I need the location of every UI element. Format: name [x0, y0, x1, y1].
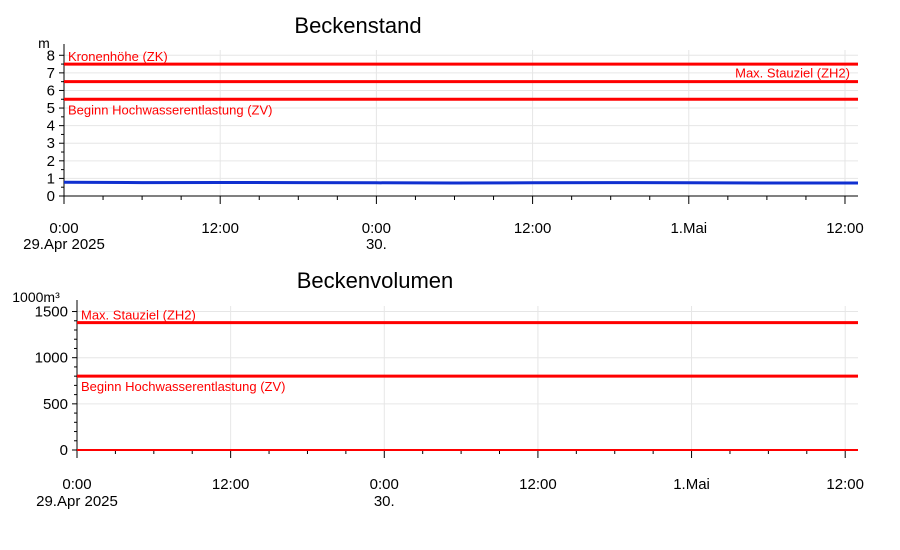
reference-line-label: Beginn Hochwasserentlastung (ZV): [68, 102, 273, 117]
reference-line-label: Kronenhöhe (ZK): [68, 49, 168, 64]
y-tick-label: 8: [47, 47, 55, 64]
x-tick-label: 0:00: [49, 220, 78, 237]
grid: [63, 50, 858, 197]
y-tick-label: 0: [47, 188, 55, 205]
y-tick-label: 2: [47, 153, 55, 170]
x-tick-label: 12:00: [201, 220, 239, 237]
y-axis-unit: 1000m³: [12, 289, 60, 305]
y-tick-label: 1: [47, 170, 55, 187]
x-tick-sublabel: 29.Apr 2025: [23, 236, 105, 253]
y-tick-label: 5: [47, 100, 55, 117]
x-tick-sublabel: 29.Apr 2025: [36, 493, 118, 510]
grid: [76, 306, 858, 451]
x-tick-label: 12:00: [514, 220, 552, 237]
reference-line-label: Max. Stauziel (ZH2): [81, 308, 196, 323]
y-tick-label: 500: [43, 396, 68, 413]
x-tick-label: 12:00: [519, 476, 557, 493]
chart-beckenvolumen: Beckenvolumen1000m³0500100015000:0029.Ap…: [12, 268, 864, 510]
y-tick-label: 0: [60, 442, 68, 459]
x-tick-sublabel: 30.: [366, 236, 387, 253]
x-tick-label: 0:00: [62, 476, 91, 493]
y-tick-label: 4: [47, 118, 55, 135]
x-tick-label: 12:00: [212, 476, 250, 493]
x-tick-label: 0:00: [362, 220, 391, 237]
reference-line-label: Max. Stauziel (ZH2): [735, 66, 850, 81]
x-tick-label: 1.Mai: [673, 476, 710, 493]
y-tick-label: 6: [47, 82, 55, 99]
x-tick-label: 0:00: [370, 476, 399, 493]
chart-title: Beckenstand: [294, 13, 421, 38]
reference-line-label: Beginn Hochwasserentlastung (ZV): [81, 379, 286, 394]
x-tick-sublabel: 30.: [374, 493, 395, 510]
x-tick-label: 1.Mai: [670, 220, 707, 237]
chart-title: Beckenvolumen: [297, 268, 454, 293]
series-line: [63, 180, 858, 185]
x-tick-label: 12:00: [826, 220, 864, 237]
y-tick-label: 1500: [35, 304, 68, 321]
y-tick-label: 7: [47, 65, 55, 82]
y-tick-label: 3: [47, 135, 55, 152]
y-axis-unit: m: [38, 35, 50, 51]
x-tick-label: 12:00: [826, 476, 864, 493]
y-tick-label: 1000: [35, 350, 68, 367]
